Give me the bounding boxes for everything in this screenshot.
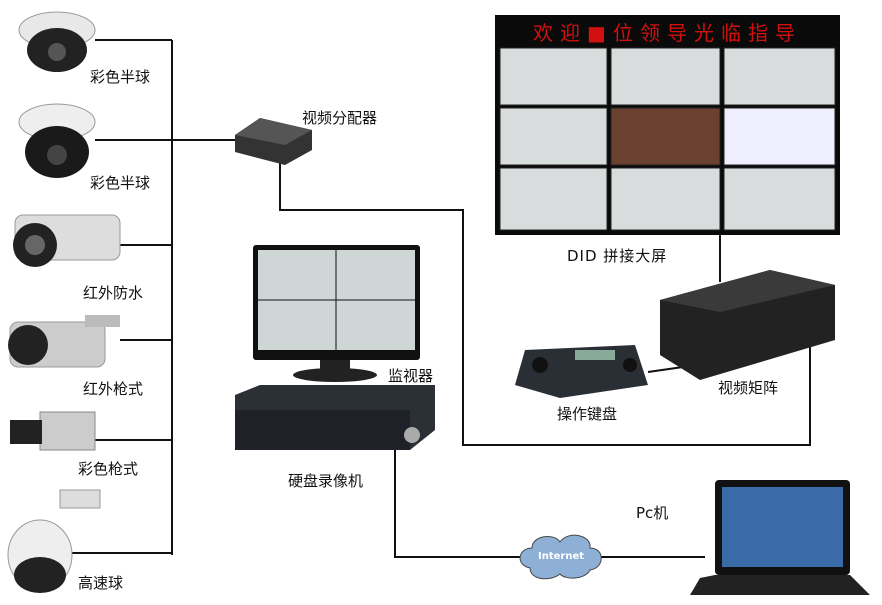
internet-cloud	[519, 534, 602, 580]
camera-label: 彩色半球	[90, 174, 151, 192]
ir-waterproof-camera	[13, 214, 121, 267]
internet-label: Internet	[538, 551, 585, 562]
monitor-label: 监视器	[388, 367, 434, 385]
videowall	[495, 15, 840, 235]
keyboard-label: 操作键盘	[557, 405, 618, 423]
dvr	[235, 385, 435, 450]
pc-label: Pc机	[636, 504, 669, 522]
monitor	[253, 245, 420, 382]
camera-label: 红外枪式	[83, 380, 144, 398]
splitter-label: 视频分配器	[302, 109, 378, 127]
videowall-label: DID 拼接大屏	[567, 247, 668, 265]
connection-lines	[70, 39, 811, 558]
video-matrix	[660, 270, 835, 380]
camera-label: 高速球	[78, 574, 124, 592]
camera-label: 彩色枪式	[78, 460, 139, 478]
camera-label: 彩色半球	[90, 68, 151, 86]
dvr-label: 硬盘录像机	[288, 472, 364, 490]
control-keyboard	[515, 345, 648, 398]
laptop	[690, 480, 870, 595]
videowall-banner: 欢迎■位领导光临指导	[533, 21, 802, 45]
ir-bullet-camera	[8, 315, 120, 368]
box-camera	[10, 411, 96, 451]
video-splitter	[235, 118, 312, 165]
matrix-label: 视频矩阵	[718, 379, 779, 397]
dome-camera-1	[18, 11, 96, 72]
camera-label: 红外防水	[83, 284, 144, 302]
dome-camera-2	[18, 103, 96, 178]
speed-dome-camera	[7, 489, 101, 593]
